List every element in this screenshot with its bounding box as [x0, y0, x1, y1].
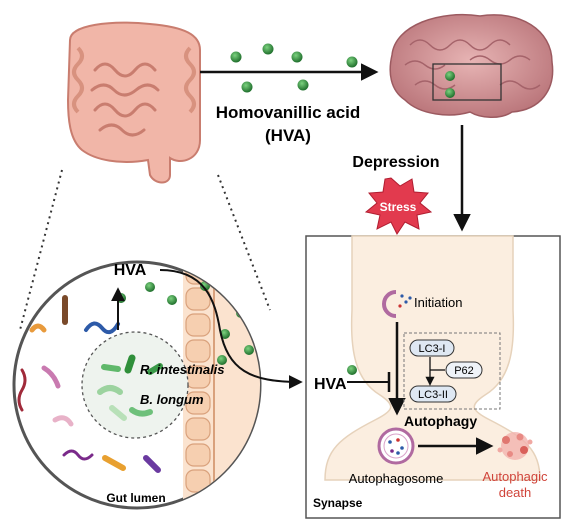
- initiation-phagophore: [382, 290, 412, 318]
- depression-label: Depression: [352, 154, 439, 171]
- brain-focus-box: [432, 63, 502, 101]
- b-longum-label: B. longum: [140, 392, 204, 407]
- hva-dot: [241, 81, 253, 93]
- p62-label: P62: [454, 365, 474, 377]
- hva-dot: [346, 56, 358, 68]
- autophagy-label: Autophagy: [404, 413, 477, 429]
- hva-dot: [297, 79, 309, 91]
- lc3-box: [403, 332, 501, 410]
- hva-dot: [145, 282, 155, 292]
- hva-dot: [217, 355, 227, 365]
- hva-dot: [258, 333, 260, 343]
- lc3-2-chip: [409, 385, 457, 403]
- autophagic-death-label-1: Autophagic: [482, 469, 548, 484]
- autophagosome-icon: [377, 427, 415, 465]
- stress-burst: Stress: [364, 177, 433, 235]
- r-intestinalis-bacteria: [97, 354, 163, 421]
- initiation-label: Initiation: [414, 295, 462, 310]
- autophagosome-label: Autophagosome: [349, 471, 444, 486]
- r-intestinalis-label: R. intestinalis: [140, 362, 225, 377]
- intestine-illustration: [66, 21, 201, 184]
- hva-transport-path: [159, 269, 303, 389]
- hva-gut-label: HVA: [114, 262, 147, 279]
- lc3-1-label: LC3-I: [419, 343, 446, 355]
- lc3-2-label: LC3-II: [418, 389, 448, 401]
- bacteria-cluster: [81, 331, 189, 439]
- hva-dot: [167, 295, 177, 305]
- hva-dot: [291, 51, 303, 63]
- stress-label: Stress: [380, 200, 417, 214]
- hva-dot: [230, 51, 242, 63]
- hva-dot: [445, 88, 455, 98]
- brain-illustration: [389, 14, 554, 118]
- hva-dot: [347, 365, 357, 375]
- p62-chip: [445, 361, 483, 379]
- zoom-line-right: [217, 174, 271, 311]
- dying-cell-icon: [497, 432, 533, 460]
- synapse-label: Synapse: [313, 496, 363, 510]
- hva-dots-transit: [230, 43, 358, 93]
- hva-abbrev-label: (HVA): [265, 126, 311, 145]
- synapse-panel: Synapse: [305, 235, 561, 519]
- hva-dot: [445, 71, 455, 81]
- bacteria-mix: [17, 295, 161, 473]
- autophagic-death-label-2: death: [499, 485, 532, 500]
- gut-lumen-panel: HVA R. intestinalis B. longum Gut lumen: [12, 260, 262, 510]
- hva-long-label: Homovanillic acid: [216, 103, 361, 122]
- gut-lumen-label: Gut lumen: [106, 491, 165, 505]
- hva-dot: [262, 43, 274, 55]
- hva-synapse-label: HVA: [314, 376, 347, 393]
- hva-dot: [244, 345, 254, 355]
- lc3-1-chip: [409, 339, 455, 357]
